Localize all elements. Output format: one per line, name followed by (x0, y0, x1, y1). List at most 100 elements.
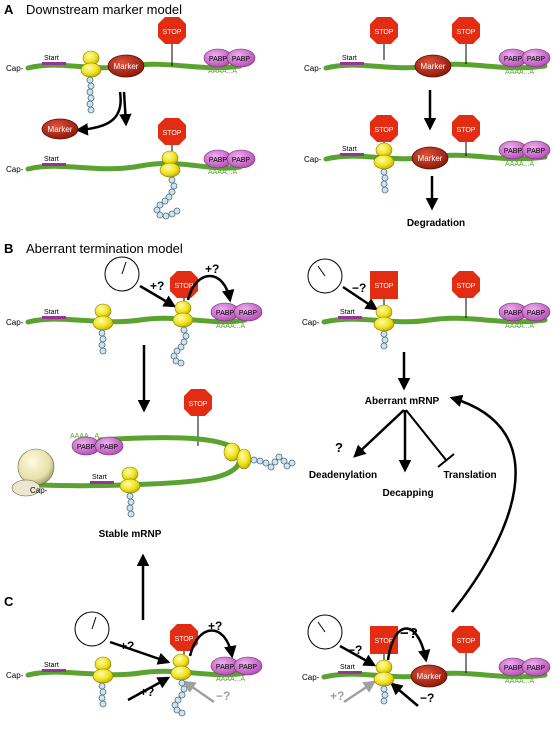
panel-b-letter: B (4, 241, 13, 256)
pabp-label: PABP (239, 310, 257, 317)
arrow-minus (390, 682, 419, 707)
pabp-label: PABP (527, 56, 545, 63)
stop-sign (452, 115, 480, 142)
nascent-peptide (380, 330, 389, 350)
marker-element (107, 54, 145, 78)
plus-q-label: +? (208, 619, 222, 633)
nascent-peptide (86, 76, 95, 114)
stop-label: STOP (163, 29, 182, 36)
start-codon (340, 153, 364, 156)
minus-q-label: −? (216, 689, 230, 703)
mrna-loop (35, 435, 243, 489)
pabp (233, 656, 263, 676)
arrow-curve-plus (188, 629, 237, 659)
ribosome (159, 150, 181, 178)
plus-q-label: +? (150, 279, 164, 293)
pabp-label: PABP (527, 148, 545, 155)
polya-tail: AAAA...A (70, 433, 100, 440)
nascent-peptide (380, 168, 389, 194)
pabp (226, 149, 256, 169)
arrow-plus-gray (343, 680, 377, 704)
pabp-label: PABP (100, 444, 118, 451)
minus-q-label: −? (348, 643, 362, 657)
panel-c-letter: C (4, 594, 14, 609)
panel-a-title: Downstream marker model (26, 2, 182, 17)
start-label: Start (44, 156, 59, 163)
start-label: Start (44, 662, 59, 669)
stop-square (370, 271, 398, 299)
cap-label: Cap- (6, 165, 24, 174)
stop-sign (452, 17, 480, 44)
released-marker (41, 118, 79, 140)
translation-label: Translation (443, 470, 496, 481)
start-codon (42, 316, 66, 319)
nascent-peptide (380, 685, 389, 705)
cap-label: Cap- (6, 318, 24, 327)
start-label: Start (342, 55, 357, 62)
stop-sign (452, 626, 480, 653)
nascent-peptide (98, 682, 107, 708)
pabp-label: PABP (209, 157, 227, 164)
aberrant-mrnp-label: Aberrant mRNP (365, 396, 440, 407)
cap-binding-complex (17, 448, 55, 486)
arrow-minus-gray (182, 680, 215, 704)
polya-tail: AAAA...A (505, 69, 535, 76)
mrna-c1: Cap- Start STOP +? PABP PABP AAAA...A (6, 619, 263, 717)
stop-label: STOP (375, 638, 394, 645)
stop-label: STOP (189, 401, 208, 408)
arrow-plus (109, 640, 171, 665)
decapping-label: Decapping (382, 488, 433, 499)
degradation-label: Degradation (407, 218, 465, 229)
mrna-c2: Cap- Start STOP Marker STOP PABP PABP AA… (302, 626, 551, 705)
arrow-down (119, 91, 132, 127)
polya-tail: AAAA...A (505, 161, 535, 168)
clock-icon (307, 258, 343, 294)
pabp (521, 302, 551, 322)
plus-q-label: +? (120, 639, 134, 653)
pabp-label: PABP (527, 310, 545, 317)
start-label: Start (342, 146, 357, 153)
clock-icon (307, 614, 343, 650)
ribosome (92, 656, 114, 684)
stable-mrnp-label: Stable mRNP (99, 529, 162, 540)
stop-label: STOP (375, 127, 394, 134)
stop-label: STOP (457, 127, 476, 134)
arrow-minus (342, 285, 379, 311)
cap-label: Cap- (302, 318, 320, 327)
plus-q-label: +? (205, 262, 219, 276)
arrow-deadenylation (353, 409, 405, 458)
pabp-label: PABP (232, 56, 250, 63)
pabp (521, 657, 551, 677)
ribosome (92, 303, 114, 331)
cap-label: Cap- (304, 64, 322, 73)
arrow-curve (386, 627, 431, 663)
stop-label: STOP (375, 29, 394, 36)
stop-label: STOP (175, 636, 194, 643)
start-codon (42, 669, 66, 672)
start-codon (338, 671, 362, 674)
nascent-peptide (170, 326, 190, 367)
arrow-to-aberrant (449, 394, 517, 613)
stop-sign (370, 17, 398, 44)
stop-sign (452, 271, 480, 298)
panel-b-title: Aberrant termination model (26, 241, 183, 256)
stop-sign (170, 624, 198, 651)
stop-sign (184, 389, 212, 416)
ribosome (172, 300, 194, 328)
ribosome (170, 653, 192, 681)
ribosome (80, 50, 102, 78)
pabp-label: PABP (232, 157, 250, 164)
mrna-b2: Cap- Start STOP STOP PABP PABP AAAA...A (302, 271, 551, 350)
stop-label: STOP (163, 130, 182, 137)
stop-label: STOP (457, 29, 476, 36)
arrow-plus (139, 284, 177, 308)
panel-a-letter: A (4, 2, 14, 17)
mrna-a2: Cap- Start STOP PABP PABP AAAA...A (6, 118, 256, 220)
plus-q-label: +? (140, 685, 154, 699)
arrow-curve-plus (186, 274, 235, 303)
marker-element (410, 664, 448, 688)
mrna-strand (25, 315, 248, 325)
cap-label: Cap- (304, 155, 322, 164)
polya-tail: AAAA...A (208, 169, 238, 176)
mrna-strand (321, 315, 548, 325)
